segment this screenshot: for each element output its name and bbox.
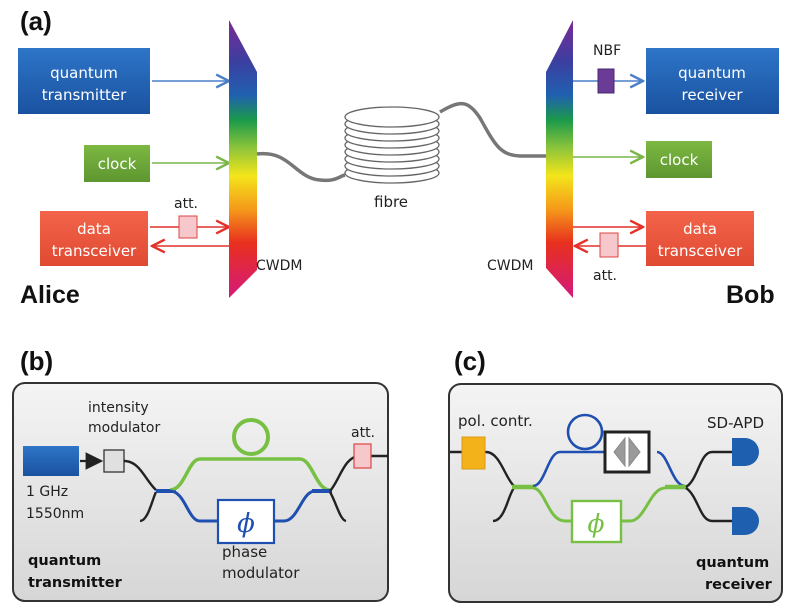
transmitter-panel [12,382,389,602]
alice-attenuator [178,215,198,239]
bob-quantum-receiver-box [646,48,779,114]
rx-detector2-fibre [685,487,732,523]
bob-data-transceiver-box [646,211,754,266]
receiver-panel [448,383,783,603]
tx-short-arm [169,489,316,523]
bob-qr-line1: quantum [678,64,746,82]
bob-nbf-filter [597,68,615,94]
laser-source [23,446,79,476]
polarization-switch [603,430,651,474]
alice-qt-line2: transmitter [42,86,127,104]
fibre-left [256,151,346,183]
tx-attenuator [353,443,372,469]
alice-data-transceiver-box [40,211,148,266]
rx-input-fibre [450,450,515,487]
transmitter-title-line2: transmitter [28,575,123,591]
alice-dt-line1: data [77,220,111,238]
pol-controller [461,436,486,470]
alice-clock-label: clock [98,155,137,173]
pol-switch-icon [613,436,641,468]
tx-long-arm [169,457,331,492]
bob-clock-box [646,141,712,178]
bob-cwdm [546,20,573,298]
panel-c-label: (c) [454,346,486,376]
tx-att-label: att. [351,425,375,441]
bob-qr-line2: receiver [682,86,744,104]
alice-quantum-transmitter-box [18,48,150,114]
bob-dt-line2: transceiver [658,242,743,260]
alice-cwdm-label: CWDM [256,258,302,274]
bob-dt-line1: data [683,220,717,238]
detector-2 [732,507,759,535]
panel-b-label: (b) [20,346,53,376]
bob-att-label: att. [593,268,617,284]
tx-unused-input [139,491,158,523]
phase-symbol: ϕ [237,509,255,539]
detector-label: SD-APD [707,414,764,432]
bob-attenuator [599,232,619,258]
pol-controller-label: pol. contr. [458,412,533,430]
bob-nbf-label: NBF [593,43,621,59]
alice-label: Alice [20,281,80,309]
fibre-right [439,102,546,158]
tx-delay-loop [232,418,270,456]
alice-att-label: att. [174,196,198,212]
receiver-title-line1: quantum [696,555,769,571]
rx-short-arm [532,486,666,523]
detector-1 [732,438,759,466]
pm-label-line1: phase [222,543,267,561]
fibre-spool [344,106,440,184]
transmitter-title-line1: quantum [28,553,101,569]
phase-modulator-box [216,498,276,545]
rx-detector1-fibre [685,450,732,489]
laser-wavelength: 1550nm [26,506,84,522]
fibre-label: fibre [374,193,408,211]
alice-cwdm [229,20,257,298]
bob-clock-label: clock [660,151,699,169]
pm-label-line2: modulator [222,564,300,582]
laser-freq: 1 GHz [26,484,68,500]
rx-delay-loop [566,413,604,451]
receiver-title-line2: receiver [705,577,773,593]
tx-unused-output [328,491,347,523]
rx-phase-modulator-box [570,499,623,544]
rx-unused-input [492,487,516,523]
rx-phase-symbol: ϕ [587,509,604,538]
im-label-line2: modulator [88,420,160,436]
panel-a-label: (a) [20,6,52,36]
intensity-modulator [103,449,125,473]
bob-label: Bob [726,281,775,309]
im-label-line1: intensity [88,400,149,416]
im-output-fibre [123,459,157,491]
bob-cwdm-label: CWDM [487,258,533,274]
alice-qt-line1: quantum [50,64,118,82]
alice-clock-box [84,145,150,182]
alice-dt-line2: transceiver [52,242,137,260]
